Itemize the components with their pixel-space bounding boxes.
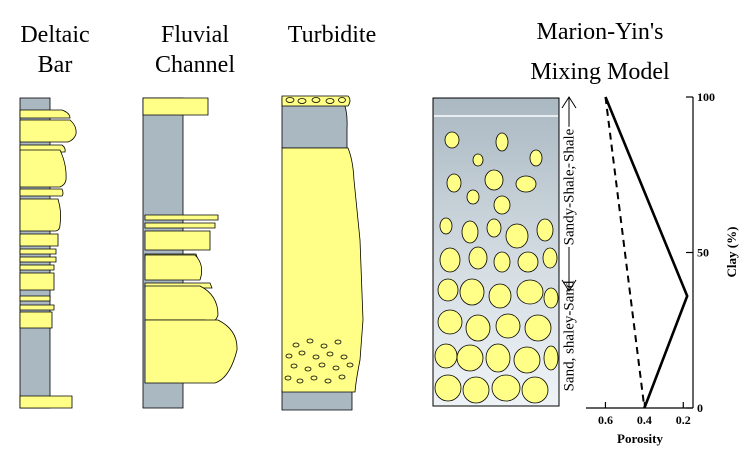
fluvial-title-line1: Fluvial xyxy=(160,22,229,48)
fluvial-sand-beds xyxy=(142,97,238,384)
turbidite-clast-marks xyxy=(284,97,354,384)
upper-arrow-head-bottom xyxy=(561,279,577,292)
y-tick-label: 50 xyxy=(697,246,709,260)
grain-mixing-box xyxy=(432,97,560,407)
upper-arrow-head-top xyxy=(561,96,577,109)
mixing-model-title: Marion-Yin's Mixing Model xyxy=(500,12,700,92)
lower-rock-label: Sand, shaley-Sand xyxy=(561,280,577,391)
rock-type-labels: Sandy-Shale, Shale Sand, shaley-Sand xyxy=(559,96,580,391)
y-axis-label: Clay (%) xyxy=(724,227,739,278)
y-tick-group: 0 50 100 xyxy=(686,90,715,415)
turbidite-title-line1: Turbidite xyxy=(287,22,377,48)
fluvial-channel-column xyxy=(142,97,238,409)
x-axis-label: Porosity xyxy=(617,431,663,446)
dashed-series-line xyxy=(604,96,646,409)
solid-series-line xyxy=(604,96,689,409)
porosity-clay-chart: 0 50 100 0.6 0.4 0.2 Porosity Clay (%) xyxy=(586,90,739,446)
y-tick-label: 0 xyxy=(697,401,703,415)
sand-grains xyxy=(434,131,559,404)
mixing-model-title-line1: Marion-Yin's xyxy=(536,19,664,45)
deltaic-title: Deltaic Bar xyxy=(10,20,100,80)
turbidite-massive-sand xyxy=(281,147,364,393)
y-tick-label: 100 xyxy=(697,90,715,104)
mixing-model-title-line2: Mixing Model xyxy=(530,59,670,85)
x-tick-group: 0.6 0.4 0.2 xyxy=(598,402,691,427)
deltaic-title-line2: Bar xyxy=(37,52,73,78)
deltaic-bar-column xyxy=(19,97,77,409)
deltaic-sand-beds xyxy=(19,109,77,409)
turbidite-top-conglomerate xyxy=(281,95,351,107)
x-tick-label: 0.6 xyxy=(598,413,613,427)
x-tick-label: 0.2 xyxy=(676,413,691,427)
turbidite-column xyxy=(281,95,364,411)
fluvial-title-line2: Channel xyxy=(155,52,235,78)
turbidite-title: Turbidite xyxy=(272,20,392,50)
fluvial-title: Fluvial Channel xyxy=(140,20,250,80)
deltaic-title-line1: Deltaic xyxy=(20,22,90,48)
upper-rock-label: Sandy-Shale, Shale xyxy=(561,128,577,245)
x-tick-label: 0.4 xyxy=(637,413,652,427)
series-group xyxy=(604,96,689,409)
